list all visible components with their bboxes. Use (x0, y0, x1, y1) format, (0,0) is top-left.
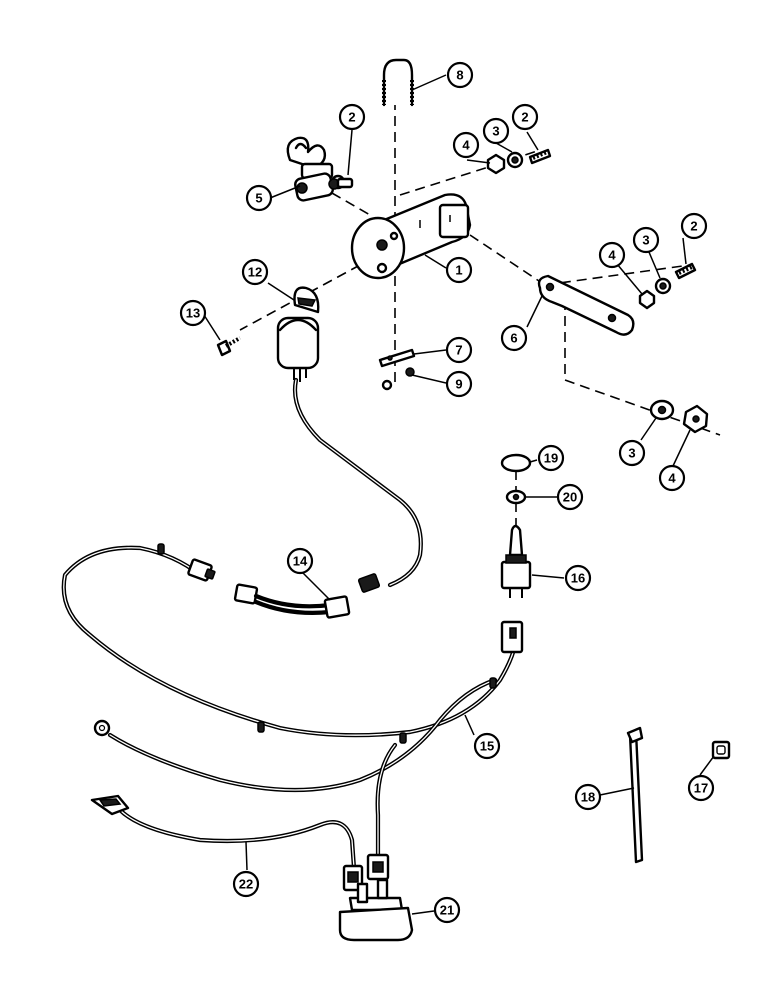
actuator-part-1 (350, 193, 472, 280)
nuts-part-9 (381, 367, 415, 391)
svg-text:15: 15 (480, 739, 494, 754)
svg-text:4: 4 (608, 248, 616, 263)
svg-text:13: 13 (186, 306, 200, 321)
plate-part-7 (378, 348, 416, 368)
callout-5: 5 (245, 184, 273, 212)
svg-text:20: 20 (563, 490, 577, 505)
svg-text:12: 12 (248, 265, 262, 280)
ring-terminal (93, 719, 111, 737)
callout-19: 19 (537, 444, 565, 472)
svg-text:8: 8 (456, 68, 463, 83)
callout-4: 4 (452, 131, 480, 159)
callout-21: 21 (433, 896, 461, 924)
svg-text:19: 19 (544, 451, 558, 466)
clip-terminal (90, 794, 130, 816)
switch-parts (500, 453, 532, 654)
svg-text:1: 1 (455, 263, 462, 278)
svg-text:16: 16 (571, 571, 585, 586)
svg-text:17: 17 (694, 781, 708, 796)
svg-text:4: 4 (668, 471, 676, 486)
callout-2: 2 (511, 103, 539, 131)
callout-2: 2 (680, 212, 708, 240)
callout-8: 8 (446, 61, 474, 89)
callout-18: 18 (574, 783, 602, 811)
callout-9: 9 (445, 370, 473, 398)
callout-3: 3 (632, 226, 660, 254)
svg-text:21: 21 (440, 903, 454, 918)
callout-2: 2 (338, 103, 366, 131)
callout-7: 7 (445, 336, 473, 364)
svg-text:18: 18 (581, 790, 595, 805)
svg-text:5: 5 (255, 191, 262, 206)
svg-text:2: 2 (521, 110, 528, 125)
clip-part-17 (711, 740, 731, 760)
callout-17: 17 (687, 774, 715, 802)
callout-14: 14 (286, 547, 314, 575)
strap-part-18 (626, 726, 644, 864)
svg-text:6: 6 (510, 331, 517, 346)
callout-4: 4 (598, 241, 626, 269)
svg-text:2: 2 (690, 219, 697, 234)
sensor-part-12 (276, 286, 320, 382)
connector-14 (187, 558, 381, 619)
callout-15: 15 (473, 732, 501, 760)
callout-13: 13 (179, 299, 207, 327)
bracket-part-6 (537, 274, 635, 336)
callout-12: 12 (241, 258, 269, 286)
screw-part-2a (328, 177, 354, 190)
hardware-group-middle-right (638, 262, 697, 310)
svg-text:7: 7 (455, 343, 462, 358)
callout-22: 22 (232, 870, 260, 898)
callout-1: 1 (445, 256, 473, 284)
wiring-harness (61, 377, 518, 871)
svg-text:9: 9 (455, 377, 462, 392)
callout-3: 3 (482, 117, 510, 145)
svg-text:3: 3 (642, 233, 649, 248)
svg-text:4: 4 (462, 138, 470, 153)
hardware-group-lower-right (649, 399, 709, 434)
svg-text:3: 3 (628, 446, 635, 461)
hardware-group-upper-right (486, 148, 552, 175)
svg-text:2: 2 (348, 110, 355, 125)
callout-4: 4 (658, 464, 686, 492)
lever-part-5 (286, 136, 346, 202)
svg-text:22: 22 (239, 877, 253, 892)
callout-16: 16 (564, 564, 592, 592)
svg-text:3: 3 (492, 124, 499, 139)
screw-part-13 (216, 336, 241, 357)
callout-6: 6 (500, 324, 528, 352)
u-bolt-part-8 (382, 58, 414, 107)
plug-part-21 (338, 853, 414, 942)
callout-20: 20 (556, 483, 584, 511)
svg-text:14: 14 (293, 554, 308, 569)
callout-3: 3 (618, 439, 646, 467)
